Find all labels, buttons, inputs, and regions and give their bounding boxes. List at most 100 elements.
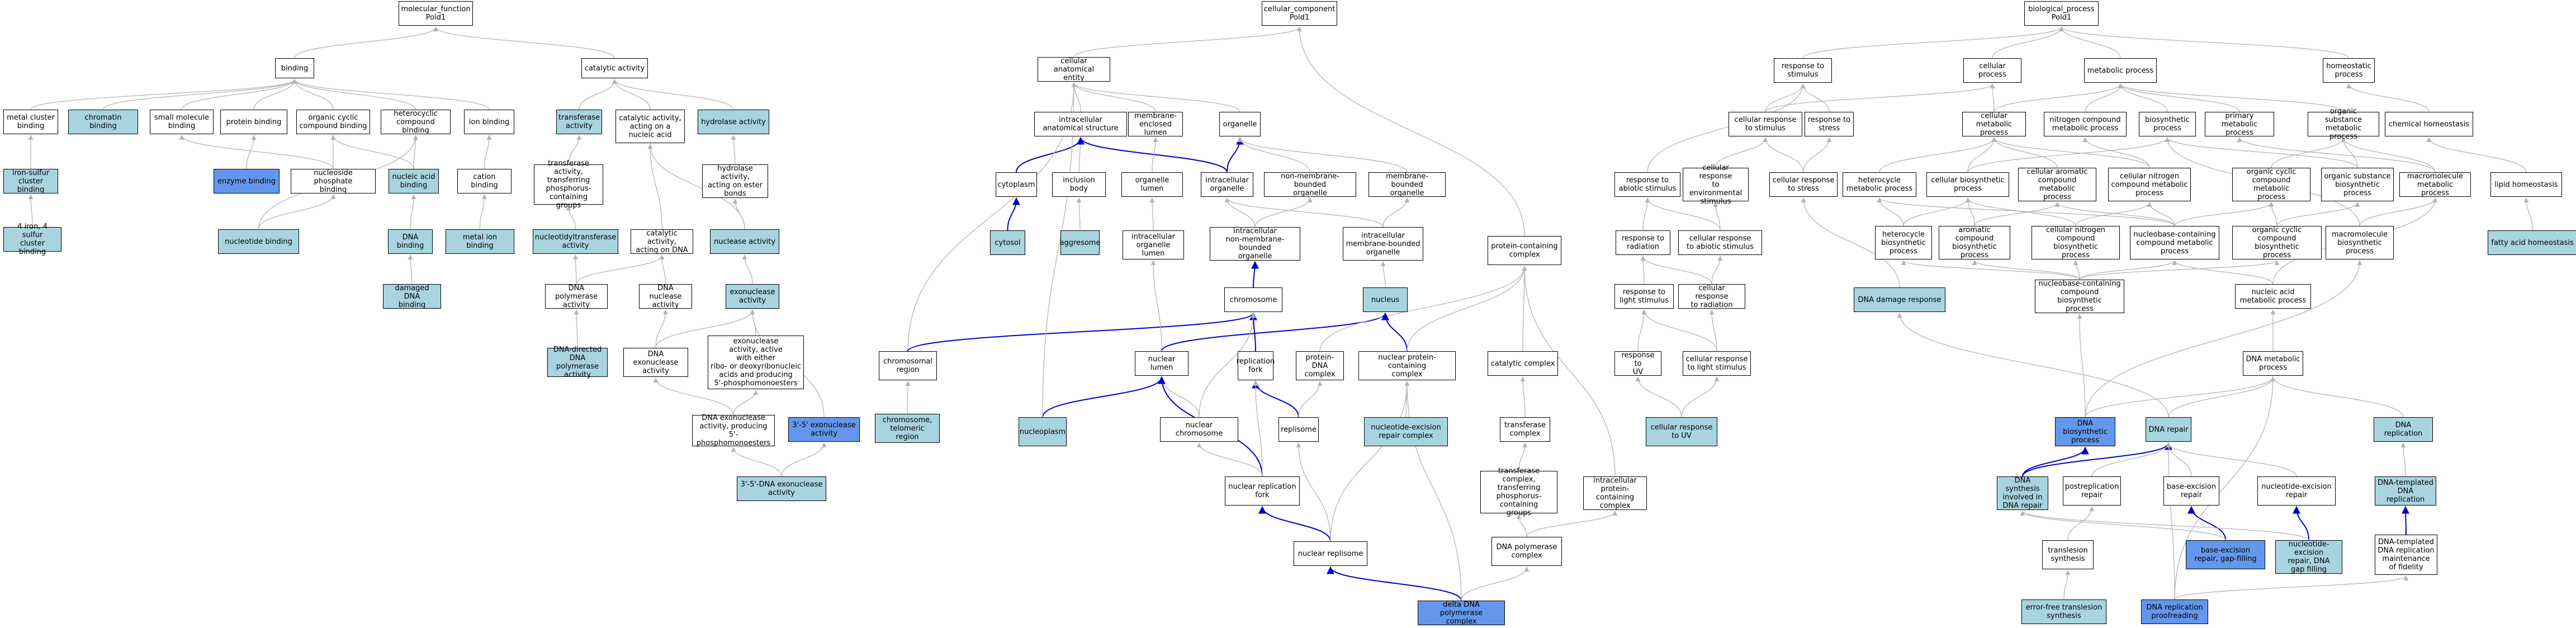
go-term-node[interactable]: DNA nuclease activity — [639, 284, 692, 309]
go-term-node[interactable]: replication fork — [1237, 351, 1275, 380]
go-term-node[interactable]: intracellular anatomical structure — [1034, 112, 1127, 136]
go-term-node[interactable]: nuclear replication fork — [1225, 476, 1300, 506]
go-term-node[interactable]: cellular anatomical entity — [1038, 57, 1110, 82]
go-term-node[interactable]: chromatin binding — [68, 110, 138, 134]
go-term-node[interactable]: cellular nitrogen compound biosynthetic … — [2032, 226, 2120, 259]
go-term-node[interactable]: macromolecule metabolic process — [2399, 172, 2471, 197]
go-term-node[interactable]: organelle lumen — [1121, 172, 1183, 197]
go-term-node[interactable]: organic cyclic compound metabolic proces… — [2232, 168, 2310, 201]
go-term-node[interactable]: nucleic acid binding — [389, 169, 439, 193]
go-term-node[interactable]: organic cyclic compound biosynthetic pro… — [2232, 226, 2322, 259]
go-term-node[interactable]: chromosome — [1224, 287, 1282, 312]
go-term-node[interactable]: base-excision repair, gap-filling — [2186, 540, 2265, 569]
go-term-node[interactable]: hydrolase activity — [698, 110, 769, 134]
go-term-node[interactable]: nucleoside phosphate binding — [291, 169, 376, 194]
go-term-node[interactable]: fatty acid homeostasis — [2488, 230, 2576, 255]
go-term-node[interactable]: iron-sulfur cluster binding — [3, 169, 58, 194]
go-term-node[interactable]: organelle — [1219, 112, 1261, 136]
go-term-node[interactable]: cellular metabolic process — [1962, 112, 2026, 137]
go-term-node[interactable]: cellular_component Pold1 — [1262, 1, 1337, 26]
go-term-node[interactable]: nucleobase-containing compound biosynthe… — [2035, 280, 2124, 313]
go-term-node[interactable]: DNA-templated DNA replication — [2375, 476, 2436, 506]
go-term-node[interactable]: organic substance metabolic process — [2308, 107, 2379, 141]
go-term-node[interactable]: DNA biosynthetic process — [2055, 417, 2115, 446]
go-term-node[interactable]: catalytic complex — [1488, 351, 1558, 376]
go-term-node[interactable]: response to UV — [1614, 351, 1661, 376]
go-term-node[interactable]: DNA synthesis involved in DNA repair — [1997, 476, 2048, 510]
go-term-node[interactable]: translesion synthesis — [2042, 540, 2094, 569]
go-term-node[interactable]: nucleobase-containing compound metabolic… — [2130, 226, 2219, 259]
go-term-node[interactable]: cellular response to UV — [1646, 417, 1717, 446]
go-term-node[interactable]: cation binding — [457, 169, 512, 193]
go-term-node[interactable]: homeostatic process — [2323, 58, 2375, 83]
go-term-node[interactable]: organic cyclic compound binding — [296, 110, 370, 134]
go-term-node[interactable]: small molecule binding — [150, 110, 214, 134]
go-term-node[interactable]: response to stimulus — [1774, 58, 1832, 83]
go-term-node[interactable]: cellular aromatic compound metabolic pro… — [2018, 168, 2096, 201]
go-term-node[interactable]: catalytic activity, acting on a nucleic … — [615, 110, 685, 143]
go-term-node[interactable]: chromosomal region — [879, 351, 937, 380]
go-term-node[interactable]: enzyme binding — [214, 169, 280, 193]
go-term-node[interactable]: 3'-5' exonuclease activity — [788, 417, 860, 442]
go-term-node[interactable]: membrane-bounded organelle — [1368, 172, 1446, 197]
go-term-node[interactable]: cytosol — [990, 230, 1025, 255]
go-term-node[interactable]: cellular biosynthetic process — [1926, 172, 2009, 197]
go-term-node[interactable]: nucleotidyltransferase activity — [533, 229, 618, 254]
go-term-node[interactable]: response to radiation — [1616, 230, 1670, 255]
go-term-node[interactable]: nucleotide-excision repair complex — [1364, 417, 1448, 446]
go-term-node[interactable]: transferase complex — [1500, 417, 1550, 442]
go-term-node[interactable]: intracellular protein-containing complex — [1583, 476, 1647, 510]
go-term-node[interactable]: replisome — [1278, 417, 1319, 442]
go-term-node[interactable]: DNA polymerase activity — [545, 284, 608, 309]
go-term-node[interactable]: nucleoplasm — [1019, 417, 1067, 446]
go-term-node[interactable]: heterocyclic compound binding — [381, 110, 451, 135]
go-term-node[interactable]: delta DNA polymerase complex — [1418, 601, 1505, 626]
go-term-node[interactable]: nucleotide-excision repair — [2257, 476, 2336, 506]
go-term-node[interactable]: cellular response to abiotic stimulus — [1678, 230, 1762, 255]
go-term-node[interactable]: nuclear chromosome — [1160, 417, 1238, 442]
go-term-node[interactable]: exonuclease activity — [726, 284, 779, 309]
go-term-node[interactable]: protein binding — [220, 110, 287, 134]
go-term-node[interactable]: intracellular organelle — [1201, 172, 1253, 197]
go-term-node[interactable]: DNA damage response — [1854, 287, 1945, 312]
go-term-node[interactable]: cellular process — [1963, 58, 2021, 83]
go-term-node[interactable]: response to stress — [1805, 112, 1854, 136]
go-term-node[interactable]: catalytic activity, acting on DNA — [631, 229, 693, 254]
go-term-node[interactable]: protein-DNA complex — [1296, 351, 1344, 380]
go-term-node[interactable]: nucleus — [1363, 287, 1408, 312]
go-term-node[interactable]: lipid homeostasis — [2490, 172, 2562, 197]
go-term-node[interactable]: nuclear protein-containing complex — [1358, 351, 1456, 380]
go-term-node[interactable]: heterocycle biosynthetic process — [1875, 226, 1932, 259]
go-term-node[interactable]: cellular response to stimulus — [1729, 112, 1802, 136]
go-term-node[interactable]: cellular response to stress — [1769, 172, 1838, 197]
go-term-node[interactable]: nitrogen compound metabolic process — [2044, 112, 2127, 136]
go-term-node[interactable]: response to light stimulus — [1614, 284, 1674, 309]
go-term-node[interactable]: nuclear lumen — [1135, 351, 1188, 376]
go-term-node[interactable]: intracellular membrane-bounded organelle — [1343, 227, 1423, 261]
go-term-node[interactable]: DNA-directed DNA polymerase activity — [547, 346, 608, 379]
go-term-node[interactable]: chromosome, telomeric region — [875, 414, 940, 443]
go-term-node[interactable]: ion binding — [464, 110, 514, 134]
go-term-node[interactable]: DNA-templated DNA replication maintenanc… — [2375, 535, 2437, 575]
go-term-node[interactable]: cellular response to light stimulus — [1683, 351, 1751, 376]
go-term-node[interactable]: nucleotide binding — [218, 229, 299, 254]
go-term-node[interactable]: nuclease activity — [710, 229, 779, 254]
go-term-node[interactable]: DNA exonuclease activity, producing 5'-p… — [692, 414, 775, 447]
go-term-node[interactable]: intracellular organelle lumen — [1123, 230, 1184, 259]
go-term-node[interactable]: cellular response to radiation — [1678, 284, 1745, 309]
go-term-node[interactable]: postreplication repair — [2063, 476, 2121, 506]
go-term-node[interactable]: nucleic acid metabolic process — [2235, 284, 2311, 309]
go-term-node[interactable]: binding — [275, 58, 314, 78]
go-term-node[interactable]: response to abiotic stimulus — [1614, 172, 1680, 197]
go-term-node[interactable]: DNA metabolic process — [2243, 351, 2303, 376]
go-term-node[interactable]: protein-containing complex — [1488, 236, 1561, 265]
go-term-node[interactable]: metabolic process — [2084, 58, 2157, 83]
go-term-node[interactable]: primary metabolic process — [2205, 112, 2274, 137]
go-term-node[interactable]: organic substance biosynthetic process — [2321, 168, 2394, 201]
go-term-node[interactable]: metal ion binding — [446, 229, 514, 254]
go-term-node[interactable]: DNA replication — [2374, 417, 2433, 442]
go-term-node[interactable]: metal cluster binding — [3, 110, 58, 134]
go-term-node[interactable]: hydrolase activity, acting on ester bond… — [702, 164, 768, 198]
go-term-node[interactable]: transferase activity, transferring phosp… — [534, 159, 603, 210]
go-term-node[interactable]: exonuclease activity, active with either… — [708, 336, 804, 389]
